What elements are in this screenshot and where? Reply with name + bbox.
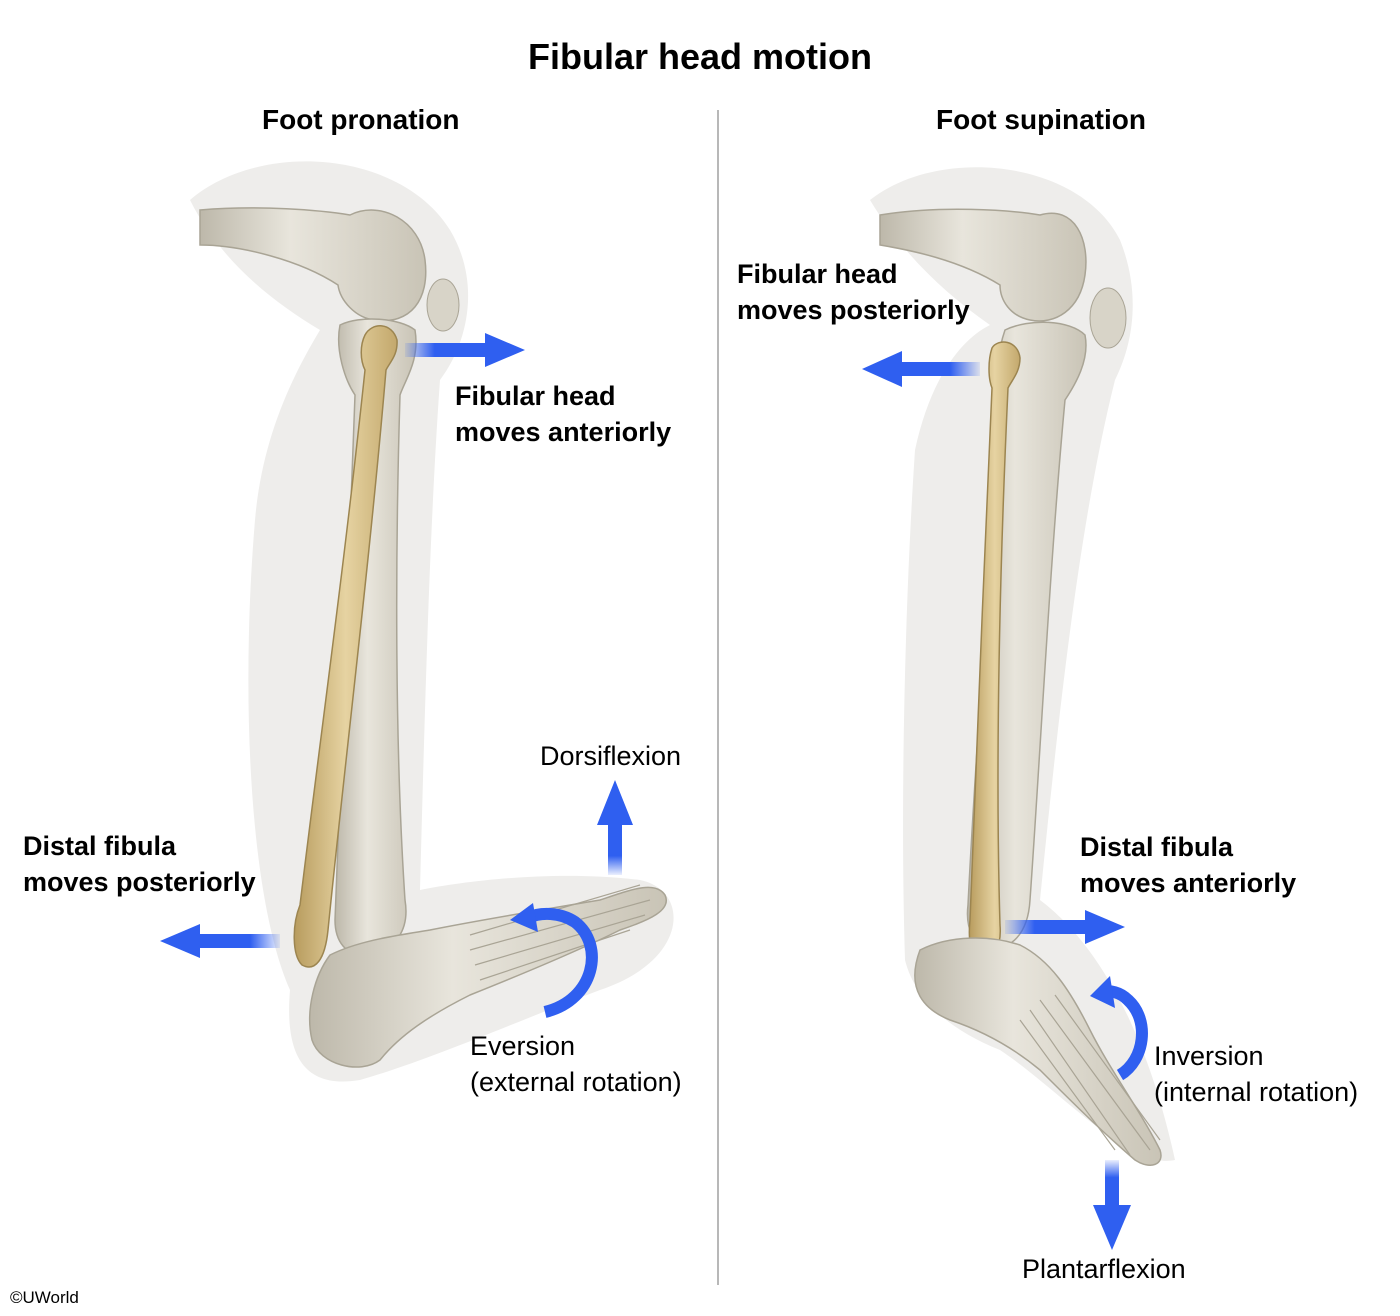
eversion-line2: (external rotation) <box>470 1067 682 1097</box>
right-fibular-head-line1: Fibular head <box>737 259 898 289</box>
right-femur <box>879 208 1087 322</box>
arrow-fibular-head-posterior <box>862 351 980 387</box>
right-leg <box>870 167 1175 1166</box>
copyright-notice: ©UWorld <box>10 1288 79 1307</box>
dorsiflexion-label: Dorsiflexion <box>540 741 682 771</box>
arrow-eversion <box>510 903 598 1018</box>
left-patella <box>426 278 460 332</box>
left-leg <box>190 161 674 1082</box>
eversion-label: Eversion (external rotation) <box>470 1028 682 1100</box>
figure-title: Fibular head motion <box>527 36 872 77</box>
eversion-line1: Eversion <box>470 1031 576 1061</box>
inversion-label: Inversion (internal rotation) <box>1154 1038 1358 1110</box>
arrow-distal-fibula-anterior <box>1005 910 1125 944</box>
arrow-dorsiflexion <box>597 780 633 875</box>
left-fibular-head-label: Fibular head moves anteriorly <box>455 378 671 450</box>
left-femur <box>199 207 427 322</box>
left-fibula <box>293 325 398 968</box>
right-distal-fibula-line1: Distal fibula <box>1080 832 1234 862</box>
inversion-line2: (internal rotation) <box>1154 1077 1359 1107</box>
left-distal-fibula-line2: moves posteriorly <box>23 867 256 897</box>
left-fibular-head-line2: moves anteriorly <box>455 417 672 447</box>
left-fibular-head-line1: Fibular head <box>455 381 616 411</box>
right-patella <box>1089 287 1127 349</box>
arrow-plantarflexion <box>1093 1160 1131 1250</box>
left-distal-fibula-label: Distal fibula moves posteriorly <box>23 828 256 900</box>
left-panel-title: Foot pronation <box>262 104 460 135</box>
plantarflexion-label: Plantarflexion <box>1022 1254 1186 1284</box>
arrow-distal-fibula-posterior <box>160 924 280 958</box>
arrow-fibular-head-anterior <box>405 333 525 367</box>
left-distal-fibula-line1: Distal fibula <box>23 831 177 861</box>
right-fibular-head-label: Fibular head moves posteriorly <box>737 256 970 328</box>
right-distal-fibula-label: Distal fibula moves anteriorly <box>1080 829 1296 901</box>
right-foot <box>914 937 1162 1166</box>
arrow-inversion <box>1090 976 1148 1081</box>
right-panel-title: Foot supination <box>936 104 1146 135</box>
right-fibular-head-line2: moves posteriorly <box>737 295 970 325</box>
inversion-line1: Inversion <box>1154 1041 1264 1071</box>
right-toes <box>1019 994 1161 1156</box>
right-distal-fibula-line2: moves anteriorly <box>1080 868 1297 898</box>
